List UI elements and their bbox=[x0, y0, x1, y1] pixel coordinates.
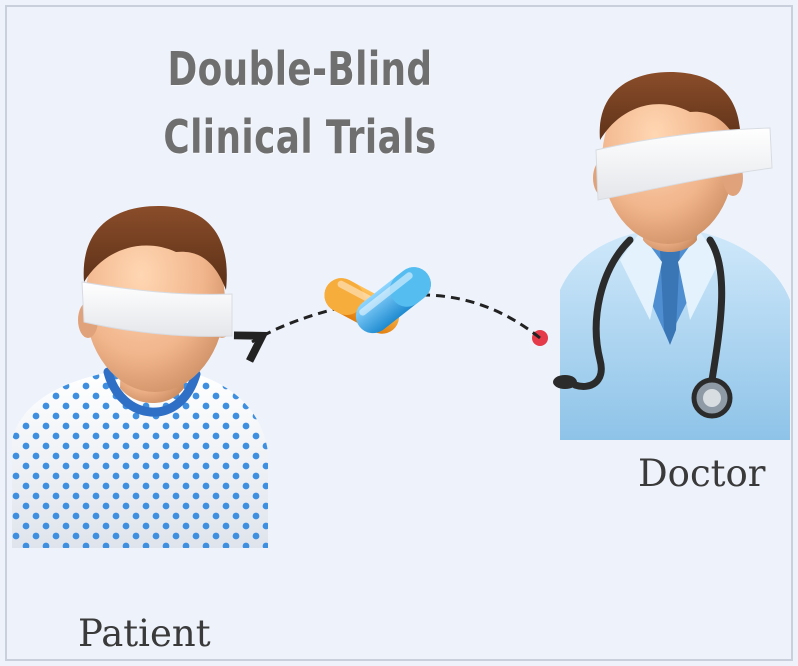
title-line-2: Clinical Trials bbox=[163, 110, 437, 164]
patient-blindfold bbox=[81, 281, 233, 337]
patient-gown-collar bbox=[103, 367, 201, 417]
doctor-blindfold bbox=[595, 127, 773, 201]
doctor-lapel-left bbox=[620, 232, 662, 320]
capsule-pair-icon bbox=[324, 267, 431, 334]
patient-gown-pattern bbox=[12, 372, 268, 548]
doctor-hair bbox=[599, 72, 741, 148]
doctor-lapel-right bbox=[678, 232, 720, 320]
dashed-curved-arrow bbox=[252, 293, 541, 342]
doctor-coat bbox=[560, 232, 790, 440]
blue-capsule bbox=[355, 267, 431, 334]
patient-label: Patient bbox=[78, 612, 211, 655]
title-line-1: Double-Blind bbox=[167, 42, 433, 96]
patient-hair bbox=[83, 206, 227, 290]
stethoscope-icon bbox=[553, 236, 733, 419]
doctor-figure bbox=[532, 72, 790, 440]
doctor-tie bbox=[660, 250, 680, 345]
patient-figure bbox=[12, 206, 268, 548]
doctor-label: Doctor bbox=[638, 452, 766, 495]
border-frame bbox=[5, 5, 793, 661]
